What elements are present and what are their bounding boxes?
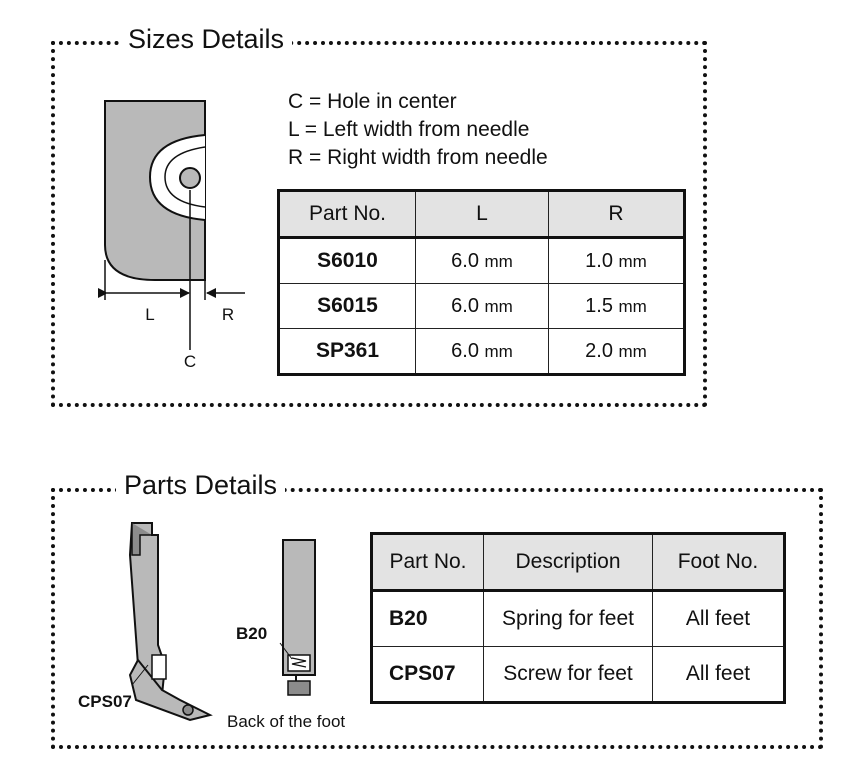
sizes-details-title: Sizes Details [120, 23, 293, 55]
parts-details-title: Parts Details [116, 469, 286, 501]
table-header-row: Part No. Description Foot No. [371, 533, 785, 592]
part-number: CPS07 [371, 646, 484, 703]
legend-c: C = Hole in center [288, 90, 457, 113]
header-part-no: Part No. [278, 190, 416, 239]
part-number: SP361 [278, 328, 416, 375]
right-width: 2.0 mm [548, 328, 685, 375]
right-width: 1.0 mm [548, 237, 685, 284]
part-number: B20 [371, 590, 484, 647]
foot-number: All feet [652, 590, 785, 647]
table-row: S6010 6.0 mm 1.0 mm [278, 237, 685, 284]
left-width: 6.0 mm [415, 237, 549, 284]
table-header-row: Part No. L R [278, 190, 685, 239]
parts-details-box [51, 488, 823, 749]
part-number: S6010 [278, 237, 416, 284]
foot-number: All feet [652, 646, 785, 703]
diagram-label-c: C [184, 352, 196, 371]
header-l: L [415, 190, 549, 239]
presser-foot-parts-figure: CPS07 B20 Back of the foot [78, 522, 345, 731]
header-r: R [548, 190, 685, 239]
header-foot-no: Foot No. [652, 533, 785, 592]
label-b20: B20 [236, 624, 267, 643]
right-width: 1.5 mm [548, 283, 685, 329]
diagram-label-l: L [145, 305, 154, 324]
header-part-no: Part No. [371, 533, 484, 592]
label-cps07: CPS07 [78, 692, 132, 711]
presser-foot-size-diagram: L R C [98, 100, 245, 371]
caption-back-of-foot: Back of the foot [227, 712, 345, 731]
parts-table: Part No. Description Foot No. B20 Spring… [370, 532, 786, 704]
table-row: S6015 6.0 mm 1.5 mm [278, 283, 685, 329]
legend-r: R = Right width from needle [288, 146, 548, 169]
part-description: Spring for feet [483, 590, 653, 647]
size-legend: C = Hole in center L = Left width from n… [288, 88, 548, 172]
left-width: 6.0 mm [415, 328, 549, 375]
legend-l: L = Left width from needle [288, 118, 530, 141]
diagram-label-r: R [222, 305, 234, 324]
sizes-details-box [51, 41, 707, 407]
sizes-table: Part No. L R S6010 6.0 mm 1.0 mm S6015 6… [277, 189, 686, 376]
table-row: SP361 6.0 mm 2.0 mm [278, 328, 685, 375]
table-row: CPS07 Screw for feet All feet [371, 646, 785, 703]
left-width: 6.0 mm [415, 283, 549, 329]
table-row: B20 Spring for feet All feet [371, 590, 785, 647]
header-description: Description [483, 533, 653, 592]
part-number: S6015 [278, 283, 416, 329]
part-description: Screw for feet [483, 646, 653, 703]
